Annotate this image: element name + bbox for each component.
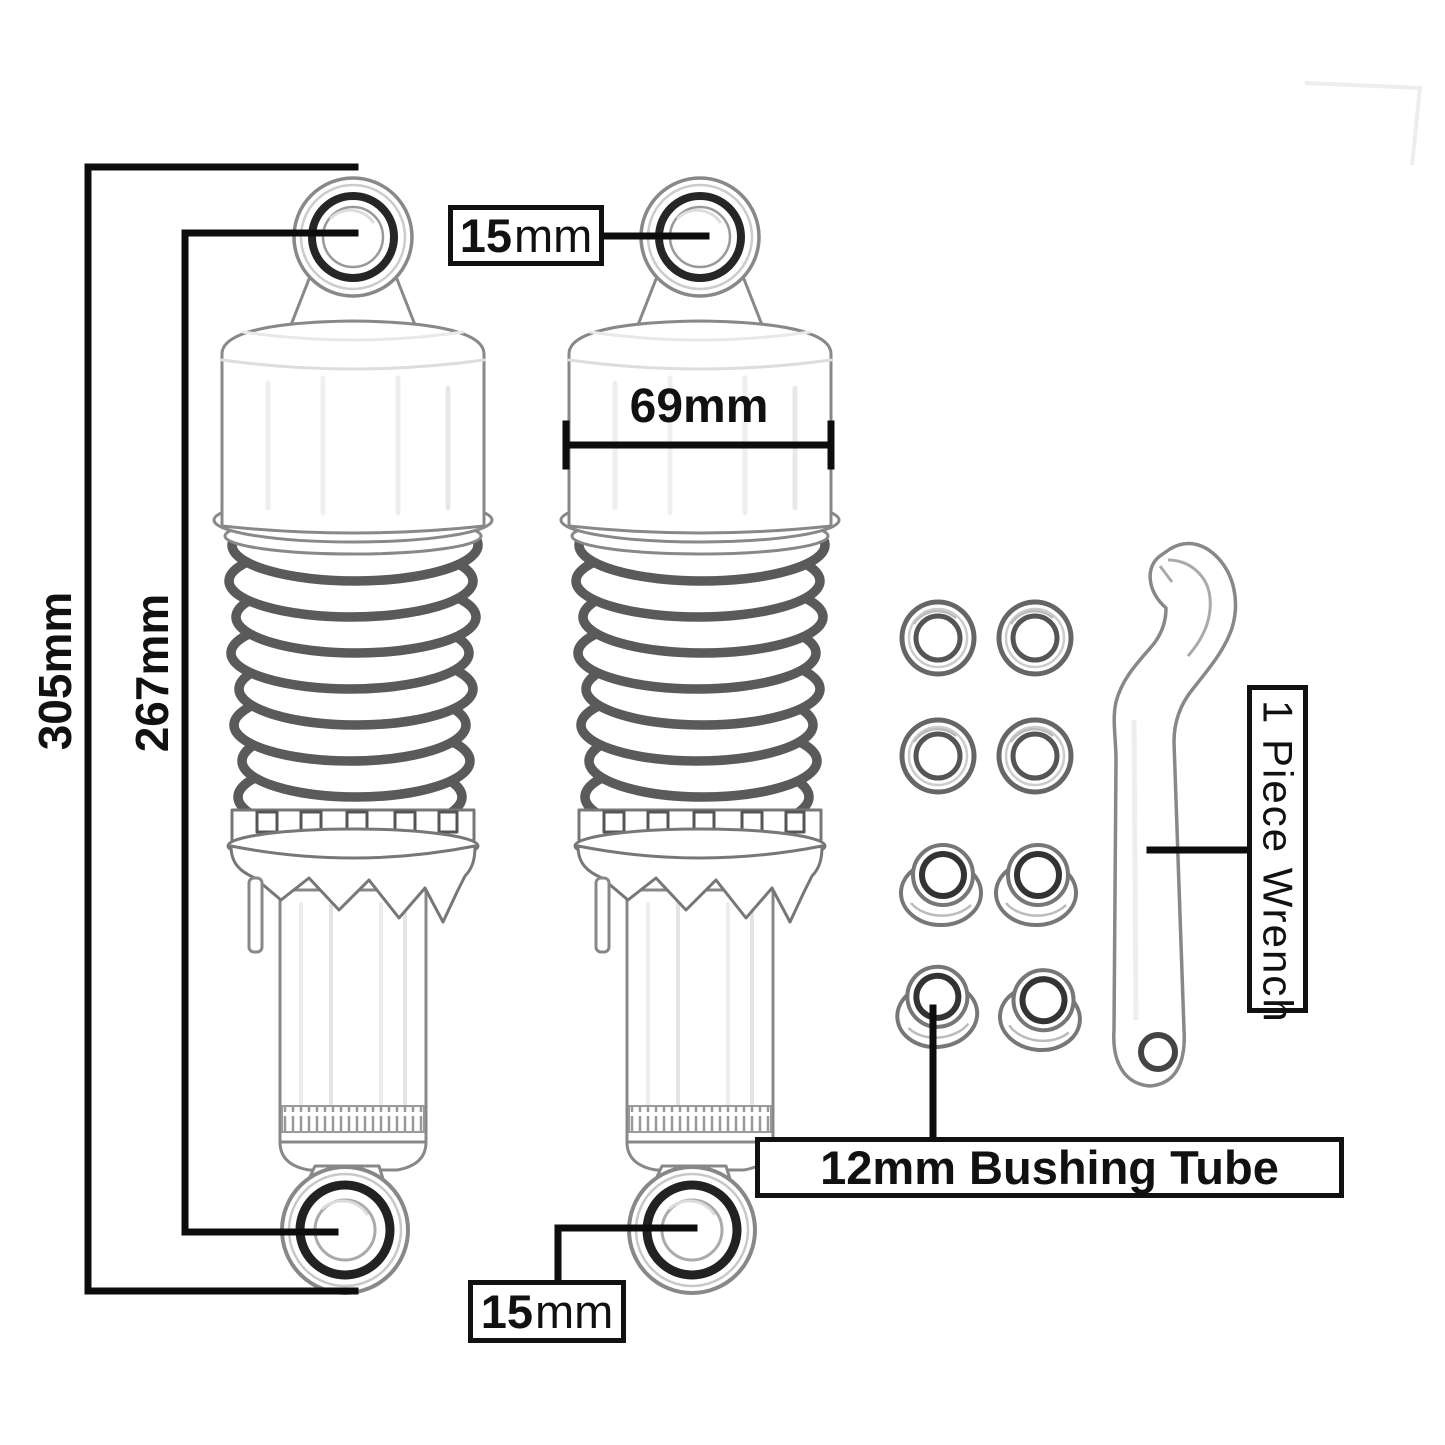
bushing-tube bbox=[901, 845, 981, 925]
label-overall-length: 305mm bbox=[29, 591, 81, 751]
bushing-tube bbox=[997, 967, 1084, 1054]
corner-artifact bbox=[1304, 81, 1423, 166]
spanner-wrench bbox=[1112, 541, 1238, 1088]
label-body-width: 69mm bbox=[629, 380, 769, 433]
label-wrench: 1 Piece Wrench bbox=[1247, 685, 1308, 1024]
label-bushing-tube: 12mm Bushing Tube bbox=[755, 1137, 1344, 1198]
dimension-69mm-line bbox=[562, 420, 835, 470]
washer bbox=[902, 720, 974, 792]
leader-bottom-eye bbox=[554, 1224, 698, 1284]
washer bbox=[902, 602, 974, 674]
shock-absorber-left bbox=[214, 178, 492, 1293]
washer bbox=[999, 720, 1071, 792]
label-wrench-text: 1 Piece Wrench bbox=[1254, 700, 1302, 1024]
bushing-tube bbox=[996, 845, 1076, 925]
shock-absorber-right bbox=[561, 178, 839, 1293]
label-inner-length: 267mm bbox=[126, 593, 178, 753]
washer bbox=[999, 602, 1071, 674]
dimension-305mm-bracket bbox=[84, 163, 359, 1295]
bottom-eye-unit: mm bbox=[534, 1285, 614, 1338]
bottom-eye-value: 15 bbox=[480, 1285, 533, 1338]
top-eye-value: 15 bbox=[459, 209, 512, 262]
bushing-kit bbox=[892, 602, 1084, 1053]
dimension-267mm-bracket bbox=[181, 229, 359, 1236]
top-eye-unit: mm bbox=[513, 209, 593, 262]
